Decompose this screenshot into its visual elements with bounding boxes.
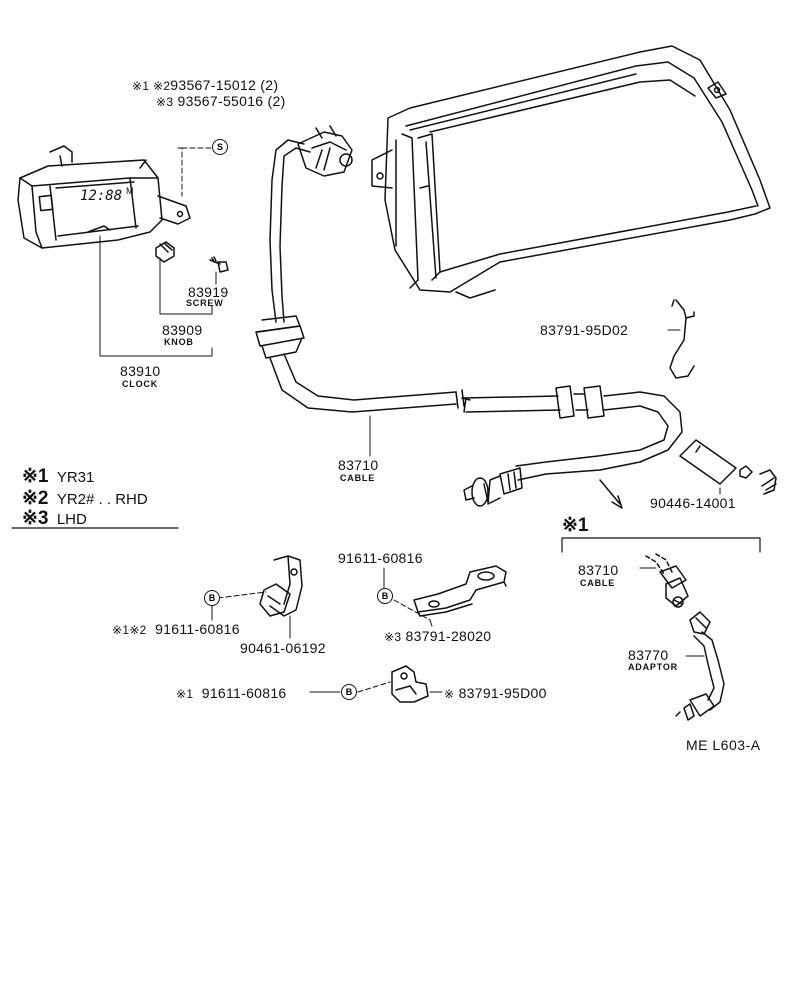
adaptor-part [675,611,725,721]
screw-symbol-s: S [212,139,228,155]
screw-part-number: 83919 [188,284,229,300]
sleeve-part-number: 90446-14001 [650,495,736,511]
bolt-c-label: ※1 91611-60816 [176,686,287,700]
detail-heading: ※1 [562,515,589,536]
bolt-c-symbol: B [341,684,357,700]
legend-text-2: YR2# . . RHD [56,491,148,508]
legend-mark-1: ※1 [22,466,49,487]
speedometer-cable [255,125,683,507]
clamp-a [259,555,303,617]
screw-part-name: SCREW [186,298,224,308]
legend-item-3: ※3 LHD [22,509,87,528]
instrument-cluster [371,45,771,299]
bolt-a-number: 91611-60816 [155,621,240,637]
header-line1-marks: ※1 ※2 [132,79,171,93]
bolt-b-symbol: B [377,588,393,604]
header-line2-mark: ※3 [156,95,174,109]
adaptor-part-name: ADAPTOR [628,662,678,672]
bolt-b-number: 91611-60816 [338,550,423,566]
bracket-b-mark: ※3 [384,630,402,644]
header-line1-part: 93567-15012 (2) [170,77,279,93]
clamp-c-label: ※ 83791-95D00 [444,686,547,700]
clamp-c-mark: ※ [444,687,455,701]
hook-part-number: 83791-95D02 [540,322,629,338]
legend-item-1: ※1 YR31 [22,467,94,486]
screw-part [209,256,229,273]
detail-cable-number: 83710 [578,562,619,578]
bolt-c-mark: ※1 [176,687,194,701]
detail-cable [645,553,689,608]
knob-part [155,241,175,263]
legend-text-1: YR31 [56,469,95,486]
hook-part [669,299,695,379]
diagram-code: ME L603-A [686,737,761,753]
bolt-a-marks: ※1※2 [112,623,147,637]
clock-part-name: CLOCK [122,379,158,389]
detail-cable-name: CABLE [580,578,615,588]
clock-unit [17,145,191,249]
cable-part-name: CABLE [340,473,375,483]
bracket-b [413,565,507,617]
legend-item-2: ※2 YR2# . . RHD [22,489,148,508]
cable-part-number: 83710 [338,457,379,473]
clock-face-readout: 12:88 [80,188,122,204]
bracket-b-label: ※3 83791-28020 [384,629,491,643]
clock-part-number: 83910 [120,363,161,379]
header-part-line1: ※1 ※293567-15012 (2) [132,78,278,92]
bolt-a-symbol: B [204,590,220,606]
bracket-b-number: 83791-28020 [405,628,492,644]
knob-part-number: 83909 [162,322,203,338]
bolt-c-number: 91611-60816 [201,685,287,701]
sleeve-part [679,439,777,495]
legend-text-3: LHD [56,511,87,528]
header-line2-part: 93567-55016 (2) [177,93,286,109]
clamp-a-number: 90461-06192 [240,640,326,656]
header-part-line2: ※3 93567-55016 (2) [156,94,286,108]
clamp-c-number: 83791-95D00 [458,685,547,701]
clamp-c [391,665,429,703]
clock-face-mark: M [126,186,134,196]
bolt-a-label: ※1※2 91611-60816 [112,622,240,636]
legend-mark-2: ※2 [22,488,49,509]
knob-part-name: KNOB [164,337,194,347]
legend-mark-3: ※3 [22,508,49,529]
adaptor-part-number: 83770 [628,647,669,663]
